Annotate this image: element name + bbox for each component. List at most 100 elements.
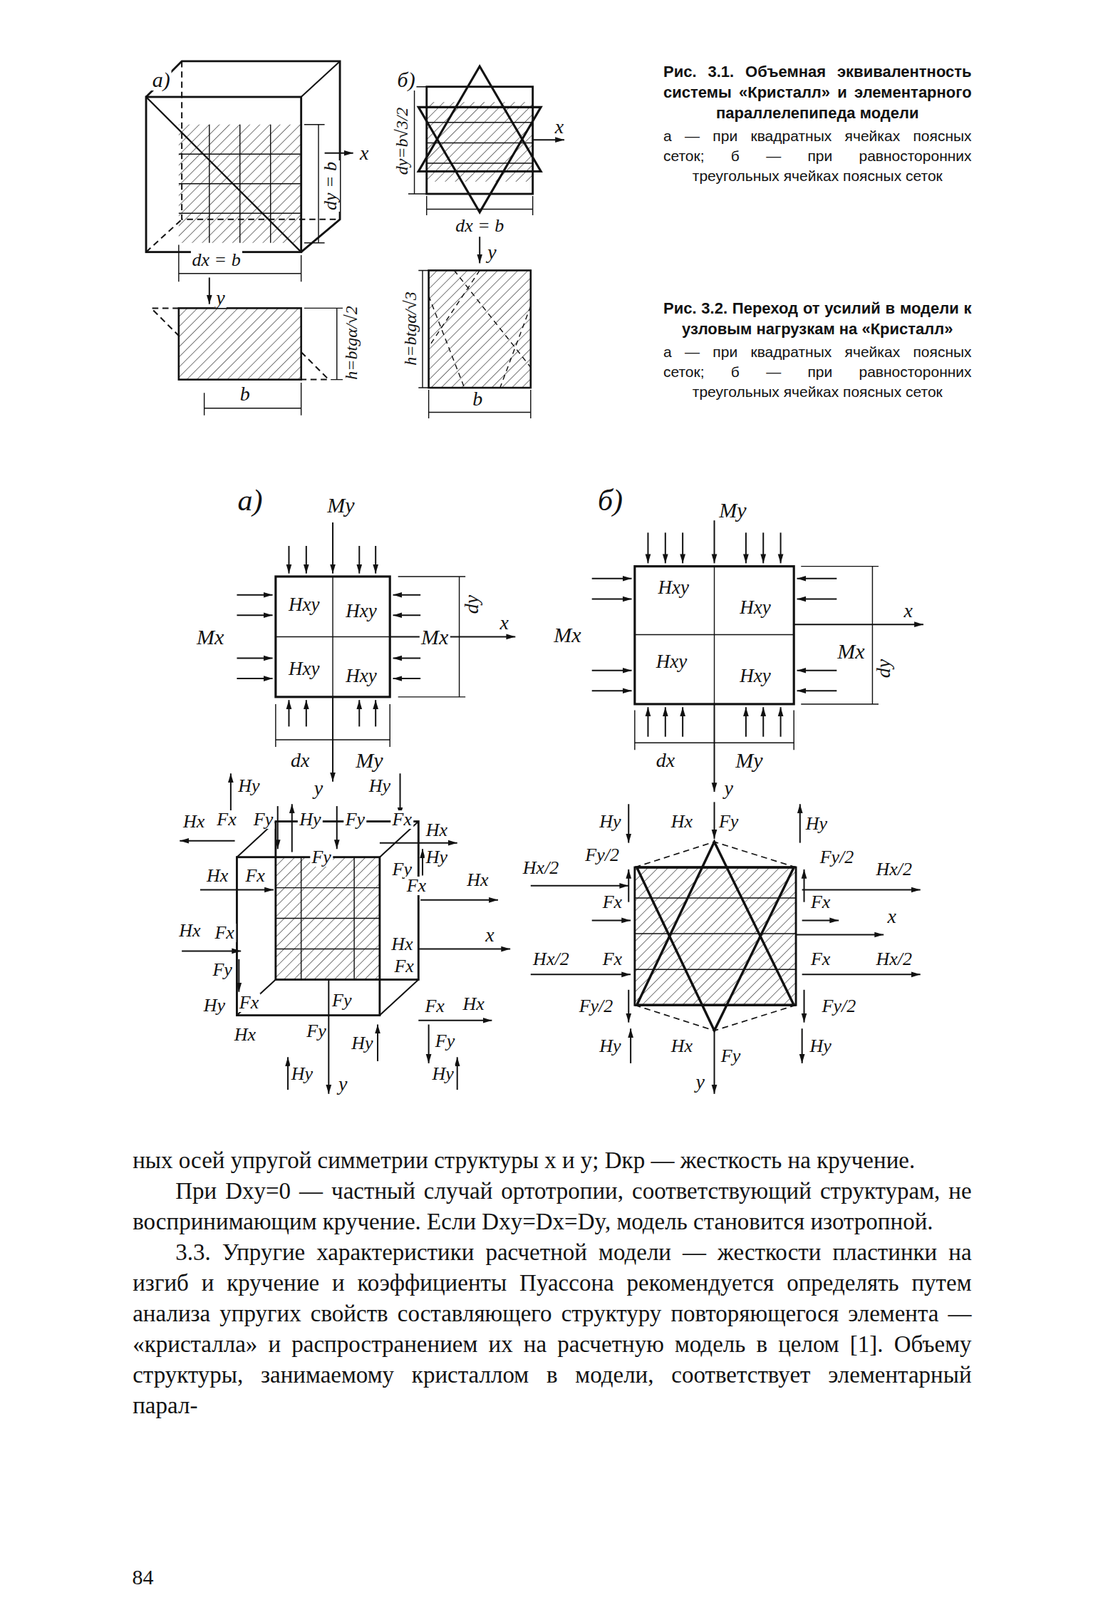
load-arrow: [762, 706, 764, 737]
crystal-figure: [151, 307, 329, 380]
moment-label: Mx: [195, 626, 226, 648]
crystal-figure: [236, 821, 419, 1016]
force-label: Hx: [669, 812, 694, 831]
shear-label: Hxy: [738, 597, 772, 618]
load-arrow: [801, 1028, 804, 1064]
load-arrow: [780, 532, 782, 563]
model-element: [634, 566, 879, 751]
force-label: Fy: [210, 960, 233, 979]
force-label: Hy: [804, 814, 829, 833]
axis-label: y: [312, 778, 325, 799]
crystal-figure: [275, 821, 419, 980]
axis-arrow: [209, 153, 354, 305]
force-label: Hy: [236, 776, 261, 796]
force-label: Hy: [349, 1033, 375, 1053]
force-label: Hy: [424, 847, 449, 867]
moment-label: My: [733, 749, 764, 771]
moment-label: My: [354, 749, 385, 771]
body-paragraph: При Dxy=0 — частный случай ортотропии, с…: [132, 1175, 972, 1237]
crystal-figure: [418, 66, 541, 172]
force-label: Fx: [237, 993, 261, 1012]
force-label: Fx: [809, 949, 832, 969]
load-arrow: [796, 669, 837, 672]
caption-text: а — при квадратных ячейках поясных сеток…: [663, 342, 972, 402]
shear-label: Hxy: [656, 577, 691, 597]
load-arrow: [796, 597, 837, 600]
crystal-figure: [204, 307, 344, 415]
axis-arrow: [324, 152, 354, 154]
force-label: Hy: [289, 1064, 315, 1084]
crystal-figure: [428, 270, 531, 388]
crystal-figure: [146, 96, 302, 253]
caption-block: Рис. 3.1. Объемная эквивалентность систе…: [663, 61, 972, 186]
body-text: ных осей упругой симметрии структуры x и…: [132, 1145, 972, 1421]
load-arrow: [803, 869, 806, 903]
force-label: Hx/2: [531, 949, 571, 969]
load-arrow: [421, 848, 424, 875]
dimension-label: dx: [654, 750, 677, 771]
shear-label: Hxy: [344, 666, 378, 686]
load-arrow: [418, 948, 511, 950]
force-label: Fx: [405, 876, 428, 895]
load-arrow: [713, 520, 716, 563]
axis-label: y: [693, 1071, 706, 1092]
load-arrow: [418, 1019, 492, 1022]
axis-label: x: [902, 600, 915, 621]
force-label: Fy: [330, 991, 353, 1010]
crystal-figure: [636, 867, 794, 1031]
force-label: Hx: [460, 994, 486, 1014]
load-arrow: [629, 1028, 632, 1064]
model-element: [275, 576, 390, 697]
load-arrow: [277, 805, 279, 849]
force-label: Fx: [391, 810, 414, 829]
load-arrow: [795, 933, 884, 935]
axis-label: x: [358, 143, 370, 164]
load-arrow: [236, 594, 273, 596]
load-arrow: [236, 614, 273, 616]
load-arrow: [796, 577, 837, 580]
crystal-figure: [178, 124, 302, 243]
load-arrow: [713, 801, 716, 839]
body-paragraph: 3.3. Упругие характеристики расчетной мо…: [132, 1236, 972, 1421]
dimension-label: dy: [873, 657, 894, 680]
load-arrow: [664, 532, 667, 563]
load-arrow: [762, 532, 764, 563]
load-arrow: [291, 803, 293, 852]
load-arrow: [374, 699, 377, 727]
force-label: Fy: [719, 1046, 742, 1066]
load-arrow: [305, 545, 308, 574]
load-arrow: [332, 522, 334, 574]
load-arrow: [236, 677, 273, 680]
model-element: [634, 566, 794, 704]
load-arrow: [236, 656, 273, 659]
load-arrow: [379, 842, 458, 844]
load-arrow: [179, 840, 235, 842]
force-label: Fy: [252, 810, 275, 829]
load-arrow: [389, 635, 516, 637]
force-label: Hx/2: [874, 949, 914, 969]
crystal-figure: [426, 86, 533, 194]
caption-block: Рис. 3.2. Переход от усилий в модели к у…: [663, 297, 972, 402]
axis-label: x: [498, 612, 510, 633]
crystal-figure: [634, 867, 796, 1005]
load-arrow: [592, 597, 633, 600]
load-arrow: [358, 545, 360, 574]
axis-arrow: [208, 277, 211, 304]
dimension-label: dx = b: [190, 250, 243, 270]
caption-title: Рис. 3.1. Объемная эквивалентность систе…: [663, 61, 972, 124]
load-arrow: [393, 656, 422, 659]
force-label: Fx: [243, 866, 266, 885]
force-label: Fy: [309, 847, 333, 867]
model-element: [634, 566, 879, 751]
load-arrow: [530, 973, 631, 975]
force-label: Hy: [297, 810, 323, 829]
load-arrow: [627, 803, 630, 843]
dimension-label: b: [470, 389, 484, 409]
axis-arrow: [478, 236, 481, 263]
crystal-figure: [634, 841, 796, 1031]
load-arrow: [793, 623, 924, 625]
force-label: Hx: [465, 870, 490, 890]
load-arrow: [592, 919, 631, 921]
load-arrow: [713, 703, 716, 792]
force-label: Fy/2: [818, 847, 856, 867]
